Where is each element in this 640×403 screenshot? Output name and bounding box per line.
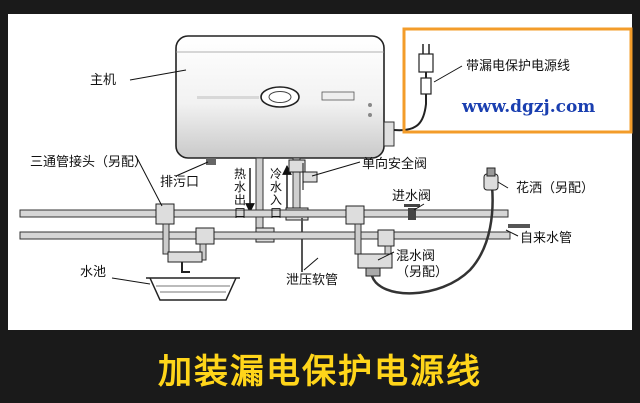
power-cord: [393, 44, 434, 132]
basin-faucet: [162, 223, 207, 273]
plug-icon: [418, 53, 434, 73]
label-mixing-valve-1: 混水阀: [396, 249, 435, 264]
label-basin: 水池: [80, 265, 106, 280]
label-hot-outlet: 热水出口: [234, 167, 246, 220]
label-check-valve: 单向安全阀: [362, 156, 427, 172]
brand-plate: [321, 91, 355, 101]
leader-lines: [111, 65, 519, 285]
tee-joint-fitting: [155, 203, 175, 225]
power-box: [383, 121, 395, 147]
vertical-pipes: [245, 157, 318, 243]
highlight-box: [402, 27, 633, 134]
control-knob: [260, 86, 300, 108]
shower-hose: [370, 185, 494, 295]
leakage-protector-icon: [420, 77, 432, 95]
label-cold-inlet: 冷水入口: [270, 167, 282, 220]
label-shower: 花洒（另配）: [516, 180, 594, 196]
horizontal-pipes: [19, 203, 530, 247]
banner-title: 加装漏电保护电源线: [158, 352, 482, 392]
cold-water-pipe: [19, 209, 509, 218]
label-mixing-valve-2: （另配）: [396, 265, 448, 280]
shower-head: [483, 167, 499, 191]
hot-water-pipe: [19, 231, 511, 240]
label-inlet-valve: 进水阀: [392, 189, 431, 204]
check-valve-body: [288, 159, 306, 173]
inlet-valve-body: [408, 208, 416, 220]
label-water-main: 自来水管: [520, 231, 572, 246]
label-relief-hose: 泄压软管: [286, 273, 338, 288]
water-basin: [146, 277, 240, 301]
label-tee-joint: 三通管接头（另配）: [30, 154, 147, 170]
heater-tank: [175, 35, 395, 165]
watermark-text: www.dgzj.com: [461, 97, 595, 117]
label-drain-outlet: 排污口: [160, 175, 199, 190]
label-main-unit: 主机: [90, 73, 116, 88]
label-leakage-cord: 带漏电保护电源线: [466, 58, 570, 74]
drain-outlet-stub: [206, 158, 216, 165]
indicator-light: [368, 103, 372, 107]
